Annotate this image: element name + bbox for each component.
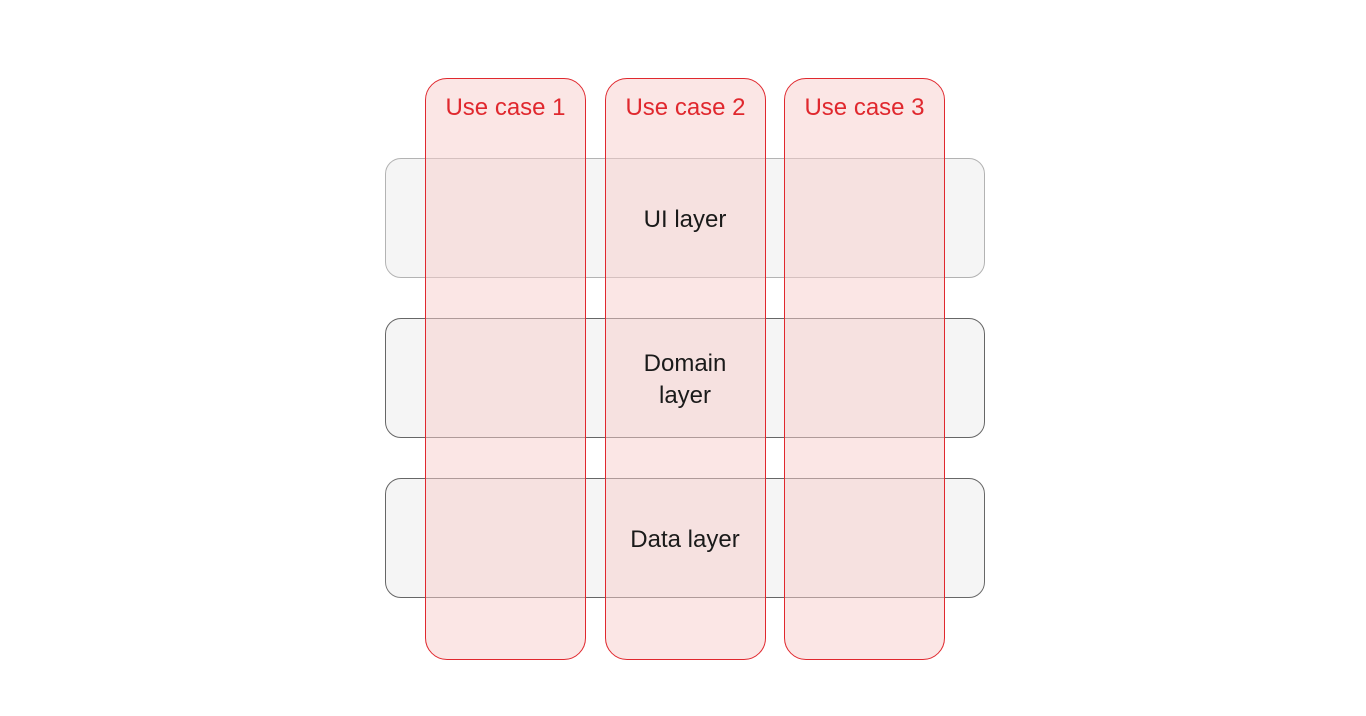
ui-layer-text: UI layer (643, 206, 727, 233)
data-layer-text: Data layer (630, 526, 740, 553)
use-case-1-label: Use case 1 (445, 94, 566, 121)
use-case-3-column (784, 78, 945, 660)
use-case-2-column (605, 78, 766, 660)
ui-layer-label: UI layer (385, 204, 985, 236)
domain-layer-label: Domain layer (385, 348, 985, 412)
domain-layer-text-line2: layer (658, 382, 712, 409)
domain-layer-text-line1: Domain (643, 350, 727, 377)
use-case-1-column (425, 78, 586, 660)
use-case-3-label: Use case 3 (804, 94, 925, 121)
data-layer-label: Data layer (385, 524, 985, 556)
use-case-2-label: Use case 2 (625, 94, 746, 121)
